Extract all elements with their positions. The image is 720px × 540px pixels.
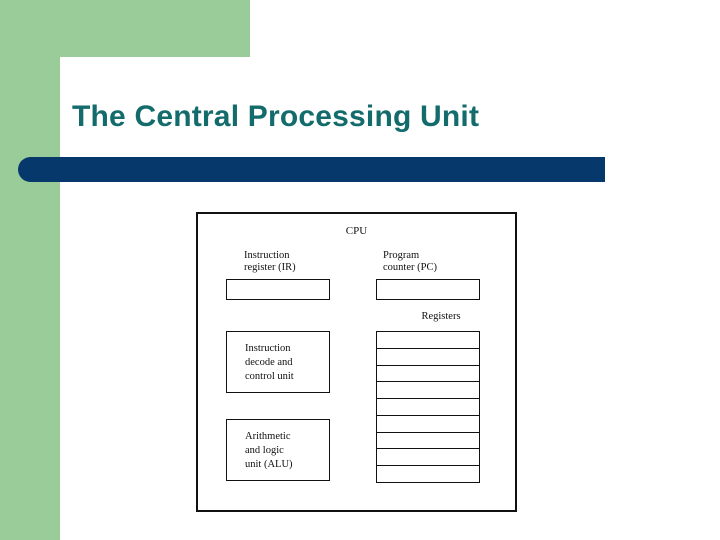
registers-stack: [376, 331, 480, 483]
cpu-diagram: CPU Instruction register (IR) Program co…: [196, 212, 517, 512]
alu-line2: and logic: [245, 445, 284, 456]
register-row: [377, 399, 479, 416]
decode-unit-line2: decode and: [245, 357, 293, 368]
register-row: [377, 433, 479, 450]
program-counter-slot: [376, 279, 480, 300]
green-header-block: [0, 0, 250, 57]
decode-unit-line1: Instruction: [245, 343, 291, 354]
registers-label: Registers: [421, 311, 461, 322]
instruction-decode-control-unit-box: Instruction decode and control unit: [226, 331, 330, 393]
program-counter-label-line1: Program: [383, 250, 420, 261]
program-counter-label-line2: counter (PC): [383, 262, 437, 273]
alu-line3: unit (ALU): [245, 459, 293, 470]
instruction-register-label-line2: register (IR): [244, 262, 296, 273]
green-side-column: [0, 0, 60, 540]
register-row: [377, 349, 479, 366]
register-row: [377, 332, 479, 349]
cpu-caption: CPU: [345, 225, 368, 237]
register-row: [377, 466, 479, 482]
page-title: The Central Processing Unit: [72, 100, 480, 133]
instruction-register-label: Instruction register (IR): [244, 250, 364, 274]
register-row: [377, 382, 479, 400]
decode-unit-line3: control unit: [245, 371, 294, 382]
arithmetic-logic-unit-box: Arithmetic and logic unit (ALU): [226, 419, 330, 481]
alu-line1: Arithmetic: [245, 431, 291, 442]
instruction-register-label-line1: Instruction: [244, 250, 290, 261]
register-row: [377, 366, 479, 383]
register-row: [377, 416, 479, 433]
register-row: [377, 449, 479, 467]
blue-title-underline-bar: [18, 157, 605, 182]
program-counter-label: Program counter (PC): [383, 250, 503, 274]
instruction-register-slot: [226, 279, 330, 300]
